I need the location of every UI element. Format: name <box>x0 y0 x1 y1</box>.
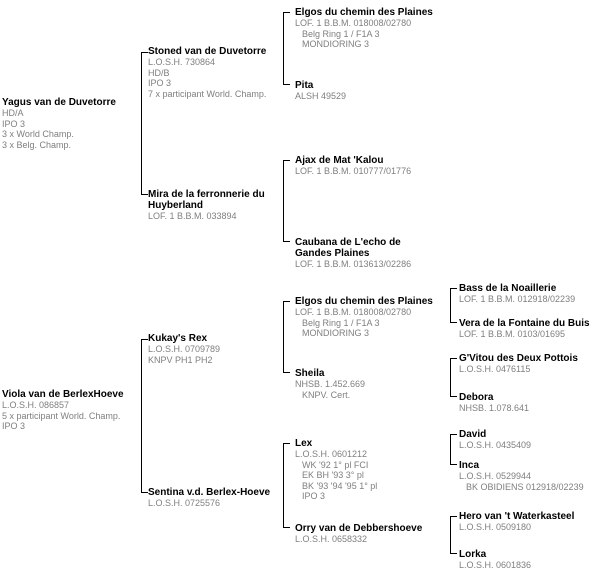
bracket-connector-lex-parents <box>450 434 457 465</box>
bracket-connector-viola-parents <box>141 339 148 493</box>
pedigree-node-mira: Mira de la ferronnerie du Huyberland LOF… <box>148 189 265 222</box>
dog-detail: NHSB. 1.078.641 <box>459 403 530 413</box>
dog-detail: WK '92 1° pl FCI <box>302 459 369 470</box>
bracket-connector-yagus-parents <box>141 52 148 195</box>
dog-detail: LOF. 1 B.B.M. 018008/02780 <box>295 18 412 28</box>
pedigree-node-pita: Pita ALSH 49529 <box>295 80 346 102</box>
pedigree-node-viola: Viola van de BerlexHoeve L.O.S.H. 086857… <box>2 389 124 432</box>
dog-detail: MONDIORING 3 <box>302 328 370 338</box>
pedigree-node-sentina: Sentina v.d. Berlex-Hoeve L.O.S.H. 07255… <box>148 487 270 509</box>
pedigree-node-orry: Orry van de Debbershoeve L.O.S.H. 065833… <box>295 523 422 545</box>
dog-detail: NHSB. 1.452.669 <box>295 379 366 389</box>
bracket-connector-kukay-parents <box>283 301 290 373</box>
pedigree-node-hero: Hero van 't Waterkasteel L.O.S.H. 050918… <box>459 511 574 533</box>
dog-detail: 3 x Belg. Champ. <box>2 139 72 150</box>
dog-detail: Belg Ring 1 / F1A 3 <box>302 28 380 39</box>
pedigree-node-debora: Debora NHSB. 1.078.641 <box>459 392 529 414</box>
dog-detail: L.O.S.H. 0658332 <box>295 534 368 544</box>
dog-name: Hero van 't Waterkasteel <box>459 511 575 522</box>
dog-detail: IPO 3 <box>2 421 26 431</box>
dog-name: Ajax de Mat 'Kalou <box>295 155 384 166</box>
dog-detail: HD/B <box>148 67 170 78</box>
dog-name: Sentina v.d. Berlex-Hoeve <box>148 487 271 498</box>
dog-detail: LOF. 1 B.B.M. 010777/01776 <box>295 166 412 176</box>
pedigree-node-bass: Bass de la Noaillerie LOF. 1 B.B.M. 0129… <box>459 283 575 305</box>
bracket-connector-orry-parents <box>450 516 457 554</box>
dog-detail: L.O.S.H. 0709789 <box>148 344 221 354</box>
dog-name: Vera de la Fontaine du Buis <box>459 318 590 329</box>
dog-name: Elgos du chemin des Plaines <box>295 7 433 18</box>
bracket-connector-mira-parents <box>283 160 290 242</box>
dog-detail: HD/A <box>2 108 24 118</box>
dog-name: Kukay's Rex <box>148 333 208 344</box>
dog-detail: ALSH 49529 <box>295 91 347 101</box>
pedigree-node-david: David L.O.S.H. 0435409 <box>459 429 531 451</box>
dog-detail: L.O.S.H. 0435409 <box>459 440 532 450</box>
pedigree-node-kukay: Kukay's Rex L.O.S.H. 0709789 KNPV PH1 PH… <box>148 333 220 365</box>
dog-name: Inca <box>459 460 480 471</box>
dog-detail: IPO 3 <box>148 78 172 88</box>
dog-detail: EK BH '93 3° pl <box>302 470 364 480</box>
dog-name: Lorka <box>459 549 487 560</box>
dog-detail: 5 x participant World. Champ. <box>2 410 121 421</box>
pedigree-node-inca: Inca L.O.S.H. 0529944 BK OBIDIENS 012918… <box>459 460 584 492</box>
pedigree-node-caubana: Caubana de L'echo de Gandes Plaines LOF.… <box>295 237 411 270</box>
bracket-connector-stoned-parents <box>283 12 290 85</box>
dog-name: Sheila <box>295 368 325 379</box>
dog-detail: 3 x World Champ. <box>2 129 74 139</box>
pedigree-node-gvitou: G'Vitou des Deux Pottois L.O.S.H. 047611… <box>459 353 578 375</box>
dog-detail: L.O.S.H. 0529944 <box>459 471 532 481</box>
dog-detail: L.O.S.H. 086857 <box>2 400 70 410</box>
dog-detail: L.O.S.H. 0509180 <box>459 522 532 532</box>
dog-detail: L.O.S.H. 0601212 <box>295 449 368 459</box>
dog-name: Stoned van de Duvetorre <box>148 46 267 57</box>
dog-name: G'Vitou des Deux Pottois <box>459 353 578 364</box>
dog-detail: LOF. 1 B.B.M. 018008/02780 <box>295 307 412 317</box>
dog-detail: L.O.S.H. 730864 <box>148 57 216 67</box>
dog-name: Debora <box>459 392 494 403</box>
pedigree-node-stoned: Stoned van de Duvetorre L.O.S.H. 730864 … <box>148 46 266 99</box>
dog-detail: IPO 3 <box>2 118 26 129</box>
dog-detail: Belg Ring 1 / F1A 3 <box>302 317 380 328</box>
dog-name: Pita <box>295 80 314 91</box>
dog-name: Yagus van de Duvetorre <box>2 97 116 108</box>
dog-detail: LOF. 1 B.B.M. 013613/02286 <box>295 259 412 269</box>
pedigree-node-yagus: Yagus van de Duvetorre HD/A IPO 3 3 x Wo… <box>2 97 116 150</box>
dog-detail: LOF. 1 B.B.M. 033894 <box>148 211 237 221</box>
bracket-connector-sentina-parents <box>283 443 290 528</box>
dog-detail: L.O.S.H. 0476115 <box>459 364 531 374</box>
dog-name: David <box>459 429 487 440</box>
dog-detail: IPO 3 <box>302 491 326 501</box>
dog-detail: LOF. 1 B.B.M. 012918/02239 <box>459 294 576 304</box>
pedigree-node-lorka: Lorka L.O.S.H. 0601836 <box>459 549 531 571</box>
dog-detail: MONDIORING 3 <box>302 39 370 49</box>
pedigree-node-lex: Lex L.O.S.H. 0601212 WK '92 1° pl FCI EK… <box>295 438 377 502</box>
pedigree-node-vera: Vera de la Fontaine du Buis LOF. 1 B.B.M… <box>459 318 590 340</box>
dog-detail: KNPV. Cert. <box>302 389 351 400</box>
dog-detail: L.O.S.H. 0601836 <box>459 560 532 570</box>
dog-name: Caubana de L'echo de <box>295 237 401 248</box>
dog-detail: 7 x participant World. Champ. <box>148 88 267 99</box>
dog-detail: BK OBIDIENS 012918/02239 <box>466 481 584 492</box>
bracket-connector-elgos-parents <box>450 288 457 323</box>
dog-name: Orry van de Debbershoeve <box>295 523 423 534</box>
pedigree-node-elgos1: Elgos du chemin des Plaines LOF. 1 B.B.M… <box>295 7 433 50</box>
dog-name: Elgos du chemin des Plaines <box>295 296 433 307</box>
dog-detail: KNPV PH1 PH2 <box>148 354 213 365</box>
dog-name: Bass de la Noaillerie <box>459 283 557 294</box>
dog-name-line2: Huyberland <box>148 200 204 211</box>
dog-name: Viola van de BerlexHoeve <box>2 389 124 400</box>
dog-detail: BK '93 '94 '95 1° pl <box>302 480 378 491</box>
dog-name-line2: Gandes Plaines <box>295 248 370 259</box>
dog-detail: LOF. 1 B.B.M. 0103/01695 <box>459 329 566 339</box>
dog-name: Lex <box>295 438 313 449</box>
bracket-connector-sheila-parents <box>450 358 457 397</box>
pedigree-node-sheila: Sheila NHSB. 1.452.669 KNPV. Cert. <box>295 368 365 400</box>
pedigree-node-ajax: Ajax de Mat 'Kalou LOF. 1 B.B.M. 010777/… <box>295 155 411 177</box>
pedigree-node-elgos2: Elgos du chemin des Plaines LOF. 1 B.B.M… <box>295 296 433 339</box>
dog-detail: L.O.S.H. 0725576 <box>148 498 221 508</box>
dog-name: Mira de la ferronnerie du <box>148 189 265 200</box>
